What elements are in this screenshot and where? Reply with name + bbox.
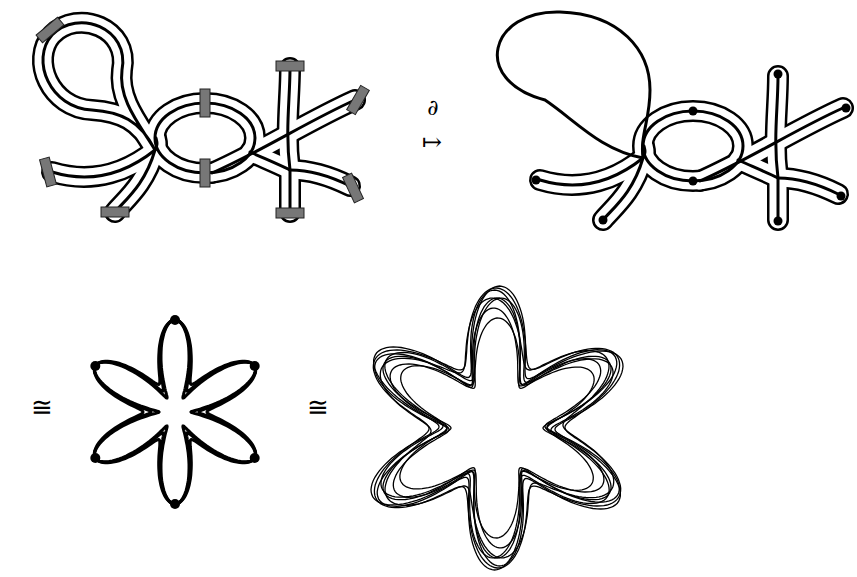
ribbon-loop bbox=[643, 111, 743, 181]
star-point bbox=[250, 453, 260, 463]
star-curve bbox=[94, 320, 255, 504]
star-curve bbox=[383, 298, 611, 558]
band-attachment bbox=[200, 159, 210, 187]
ribbon-band bbox=[290, 170, 350, 186]
boundary-point bbox=[837, 192, 846, 201]
ribbon-band bbox=[777, 178, 780, 220]
ribbon-band bbox=[289, 170, 292, 212]
star-curve bbox=[371, 286, 623, 570]
isomorphism-symbol: ≅ bbox=[307, 394, 329, 420]
ribbon-band bbox=[540, 158, 643, 185]
band-attachment bbox=[347, 85, 370, 114]
boundary-point bbox=[842, 104, 851, 113]
boundary-symbol: ∂ bbox=[427, 97, 438, 119]
star-curve bbox=[400, 318, 594, 538]
star-curve bbox=[381, 298, 613, 558]
ribbon-band bbox=[778, 178, 838, 194]
star-curve bbox=[380, 298, 613, 558]
ribbon-band bbox=[250, 152, 290, 170]
ribbon-band bbox=[43, 23, 155, 150]
ribbon-band bbox=[288, 68, 290, 170]
boundary-loop bbox=[497, 12, 650, 158]
ribbon-band bbox=[43, 23, 155, 150]
star-point bbox=[170, 315, 180, 325]
star-curve bbox=[390, 308, 604, 548]
ribbon-band bbox=[776, 76, 778, 178]
isomorphism-symbol: ≅ bbox=[31, 394, 53, 420]
star-point bbox=[170, 499, 180, 509]
maps-to-symbol: ↦ bbox=[422, 130, 442, 154]
ribbon-loop bbox=[643, 111, 743, 181]
band-attachment bbox=[276, 61, 304, 71]
ribbon-band bbox=[115, 150, 155, 212]
ribbon-band bbox=[115, 150, 155, 212]
ribbon-band bbox=[603, 158, 643, 220]
ribbon-band bbox=[700, 108, 843, 181]
boundary-point bbox=[774, 217, 783, 226]
ribbon-band bbox=[778, 178, 838, 194]
boundary-point bbox=[689, 177, 698, 186]
star-point bbox=[90, 361, 100, 371]
six-arm-star bbox=[90, 315, 259, 509]
ribbon-band bbox=[290, 170, 350, 186]
ribbon-band bbox=[288, 68, 290, 170]
band-attachment bbox=[276, 208, 304, 218]
band-attachment bbox=[40, 157, 57, 187]
ribbon-band bbox=[212, 100, 355, 173]
star-point bbox=[90, 453, 100, 463]
star-point bbox=[250, 361, 260, 371]
boundary-curves bbox=[497, 12, 850, 226]
ribbon-band bbox=[778, 178, 838, 194]
ribbon-band bbox=[776, 76, 778, 178]
ribbon-band bbox=[603, 158, 643, 220]
ribbon-loop bbox=[643, 111, 743, 181]
thickened-star bbox=[371, 286, 623, 570]
boundary-point bbox=[689, 107, 698, 116]
star-curve bbox=[373, 288, 620, 568]
boundary-point bbox=[599, 216, 608, 225]
band-attachment bbox=[101, 207, 129, 217]
ribbon-band bbox=[738, 160, 778, 178]
ribbon-band bbox=[290, 170, 350, 186]
band-attachment bbox=[343, 173, 364, 203]
boundary-point bbox=[774, 70, 783, 79]
band-attachment bbox=[200, 89, 210, 117]
star-curve bbox=[375, 290, 620, 566]
ribbon-graph bbox=[36, 17, 369, 218]
star-curve bbox=[95, 320, 256, 504]
ribbon-band bbox=[52, 150, 155, 177]
star-curve bbox=[94, 320, 255, 504]
band-attachment bbox=[36, 17, 64, 43]
boundary-point bbox=[532, 176, 541, 185]
ribbon-band bbox=[43, 23, 155, 150]
ribbon-band bbox=[776, 76, 778, 178]
ribbon-band bbox=[288, 68, 290, 170]
